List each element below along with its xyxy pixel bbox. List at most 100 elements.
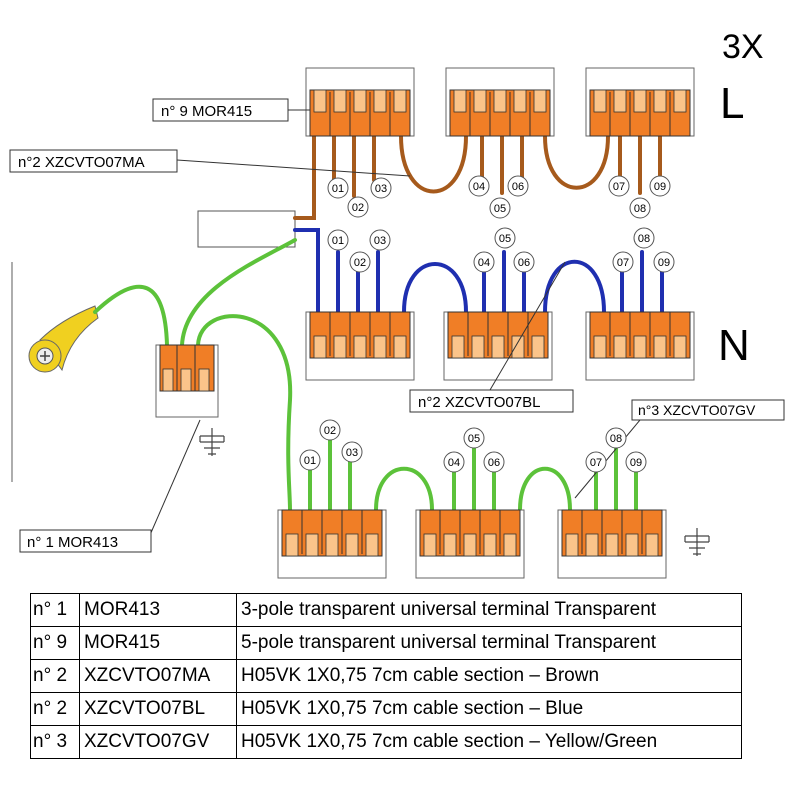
pe-terminal-2 [415, 509, 525, 579]
svg-text:06: 06 [512, 181, 524, 193]
wire-number-l-4: 04 [468, 175, 490, 197]
wire-number-n-3: 03 [369, 229, 391, 251]
callout-gv-cable: n°3 XZCVTO07GV [631, 399, 785, 421]
wire-number-pe-5: 04 [443, 451, 465, 473]
svg-text:04: 04 [448, 457, 460, 469]
svg-text:02: 02 [354, 257, 366, 269]
wire-number-l-8: 08 [629, 197, 651, 219]
multiplier-label: 3X [722, 28, 764, 66]
svg-text:n° 1 MOR413: n° 1 MOR413 [27, 534, 118, 551]
wire-number-l-7: 07 [608, 175, 630, 197]
legend-desc: 5-pole transparent universal terminal Tr… [236, 626, 742, 660]
legend-code: MOR413 [79, 593, 237, 627]
green-wires [93, 238, 638, 512]
l-terminal-2 [445, 67, 555, 137]
svg-text:05: 05 [468, 433, 480, 445]
wire-number-l-6: 06 [507, 175, 529, 197]
wire-number-l-2: 02 [347, 196, 369, 218]
wire-number-pe-8: 07 [585, 451, 607, 473]
legend-qty: n° 3 [30, 725, 80, 759]
svg-text:09: 09 [630, 457, 642, 469]
svg-text:n°2 XZCVTO07MA: n°2 XZCVTO07MA [18, 154, 145, 171]
svg-text:01: 01 [332, 183, 344, 195]
n-terminal-1 [305, 311, 415, 381]
legend-code: MOR415 [79, 626, 237, 660]
wire-number-l-1: 01 [327, 177, 349, 199]
svg-text:08: 08 [610, 433, 622, 445]
wire-number-n-1: 01 [327, 229, 349, 251]
svg-text:03: 03 [346, 447, 358, 459]
svg-text:05: 05 [494, 203, 506, 215]
wiring-diagram: n° 9 MOR415 n°2 XZCVTO07MA n°2 XZCVTO07B… [9, 28, 785, 579]
legend-desc: H05VK 1X0,75 7cm cable section – Brown [236, 659, 742, 693]
svg-text:n°3 XZCVTO07GV: n°3 XZCVTO07GV [638, 402, 756, 418]
wire-number-pe-4: 05 [463, 427, 485, 449]
wire-number-l-5: 05 [489, 197, 511, 219]
legend-qty: n° 1 [30, 593, 80, 627]
pe-terminal-1 [277, 509, 387, 579]
n-terminal-2 [443, 311, 553, 381]
n-terminal-3 [585, 311, 695, 381]
svg-text:01: 01 [304, 455, 316, 467]
svg-text:03: 03 [374, 235, 386, 247]
wire-number-n-7: 08 [633, 227, 655, 249]
svg-text:06: 06 [488, 457, 500, 469]
legend-qty: n° 2 [30, 692, 80, 726]
legend-desc: 3-pole transparent universal terminal Tr… [236, 593, 742, 627]
svg-text:02: 02 [352, 202, 364, 214]
wire-number-pe-7: 08 [605, 427, 627, 449]
legend-desc: H05VK 1X0,75 7cm cable section – Yellow/… [236, 725, 742, 759]
wire-number-pe-3: 03 [341, 441, 363, 463]
callout-blue-cable: n°2 XZCVTO07BL [409, 389, 574, 413]
wire-number-n-8: 07 [612, 251, 634, 273]
svg-text:04: 04 [473, 181, 485, 193]
svg-text:07: 07 [613, 181, 625, 193]
callout-mor413: n° 1 MOR413 [19, 529, 152, 553]
svg-text:08: 08 [638, 233, 650, 245]
l-terminal-1 [305, 67, 415, 137]
wire-number-n-6: 06 [513, 251, 535, 273]
legend-qty: n° 9 [30, 626, 80, 660]
legend-code: XZCVTO07GV [79, 725, 237, 759]
blue-wires [293, 228, 664, 314]
callout-mor415: n° 9 MOR415 [152, 98, 289, 122]
earth-symbol-icon [199, 427, 225, 457]
wire-number-n-4: 05 [494, 227, 516, 249]
svg-text:n° 9 MOR415: n° 9 MOR415 [161, 103, 252, 120]
svg-text:05: 05 [499, 233, 511, 245]
svg-text:n°2 XZCVTO07BL: n°2 XZCVTO07BL [418, 394, 540, 411]
wire-number-pe-2: 01 [299, 449, 321, 471]
legend-qty: n° 2 [30, 659, 80, 693]
junction-box [197, 210, 296, 248]
earth-symbol-icon [684, 527, 710, 557]
svg-text:09: 09 [658, 257, 670, 269]
wire-number-l-3: 03 [370, 177, 392, 199]
wire-number-n-9: 09 [653, 251, 675, 273]
earth-ring-lug [28, 305, 99, 373]
legend-code: XZCVTO07MA [79, 659, 237, 693]
l-terminal-3 [585, 67, 695, 137]
svg-text:06: 06 [518, 257, 530, 269]
leader-lines [149, 109, 641, 536]
svg-text:08: 08 [634, 203, 646, 215]
live-label: L [720, 79, 744, 128]
neutral-label: N [718, 321, 750, 370]
callout-brown-cable: n°2 XZCVTO07MA [9, 149, 178, 173]
legend-desc: H05VK 1X0,75 7cm cable section – Blue [236, 692, 742, 726]
svg-text:01: 01 [332, 235, 344, 247]
svg-text:09: 09 [654, 181, 666, 193]
mor413-terminal [155, 344, 219, 418]
wire-number-pe-6: 06 [483, 451, 505, 473]
wire-number-n-2: 02 [349, 251, 371, 273]
svg-text:02: 02 [324, 425, 336, 437]
svg-text:07: 07 [617, 257, 629, 269]
wire-number-pe-9: 09 [625, 451, 647, 473]
brown-wires [293, 134, 662, 220]
svg-text:07: 07 [590, 457, 602, 469]
wire-number-l-9: 09 [649, 175, 671, 197]
